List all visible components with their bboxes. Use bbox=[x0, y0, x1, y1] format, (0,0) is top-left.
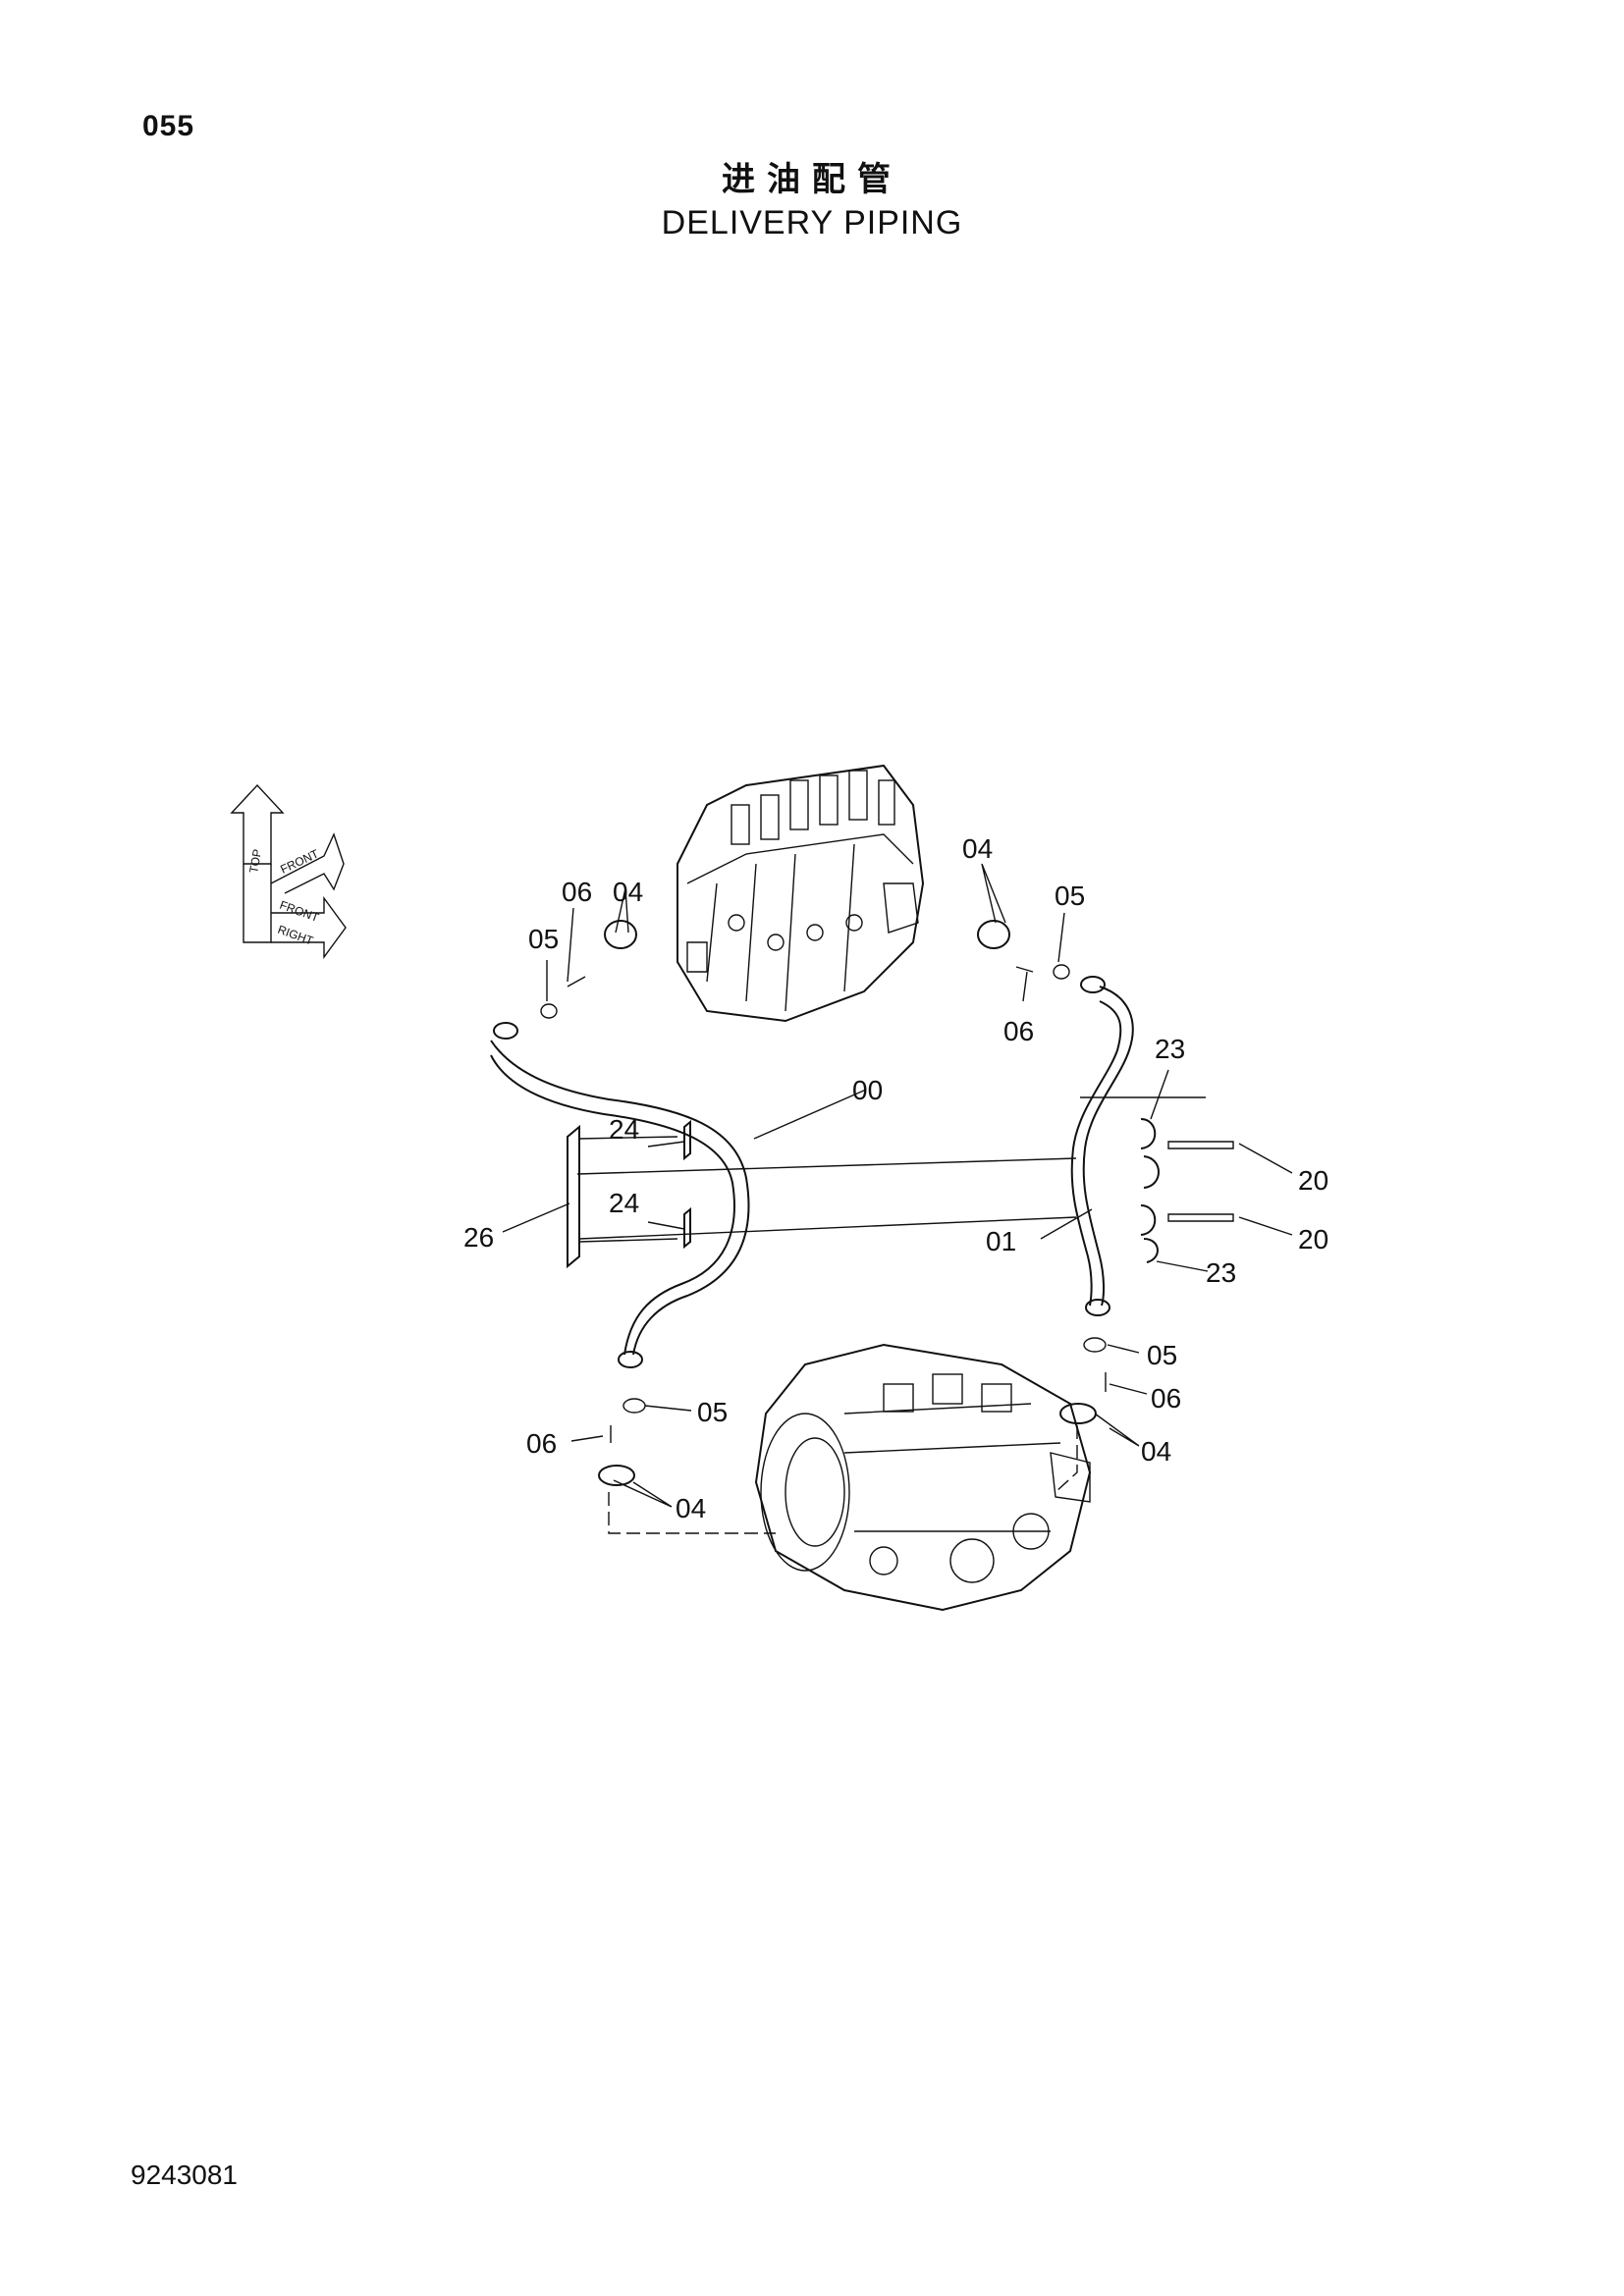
callout-26: 26 bbox=[463, 1222, 494, 1253]
title-chinese: 进油配管 bbox=[722, 160, 902, 199]
bracket-26 bbox=[567, 1124, 678, 1269]
callout-24-upper: 24 bbox=[609, 1114, 639, 1145]
orient-label-front-1: FRONT bbox=[278, 846, 321, 876]
callout-23-upper: 23 bbox=[1155, 1034, 1185, 1064]
callout-23-lower: 23 bbox=[1206, 1257, 1236, 1288]
callout-24-lower: 24 bbox=[609, 1188, 639, 1218]
orientation-indicator: TOP FRONT FRONT RIGHT bbox=[230, 783, 347, 960]
callout-06-valve-left: 06 bbox=[562, 877, 592, 907]
orient-label-top: TOP bbox=[246, 848, 264, 875]
callout-05-valve-left: 05 bbox=[528, 924, 559, 954]
callout-05-valve-right: 05 bbox=[1055, 881, 1085, 911]
clamp-23 bbox=[1080, 1096, 1206, 1263]
title-english: DELIVERY PIPING bbox=[661, 204, 963, 241]
callout-04-pump-right: 04 bbox=[1141, 1436, 1171, 1467]
callout-20-upper: 20 bbox=[1298, 1165, 1328, 1196]
document-number: 9243081 bbox=[131, 2160, 239, 2190]
callout-00: 00 bbox=[852, 1075, 883, 1105]
orient-label-front-2: FRONT bbox=[278, 898, 321, 926]
orient-label-right: RIGHT bbox=[276, 923, 315, 948]
leader-lines bbox=[502, 863, 1293, 1508]
callout-05-pump-left: 05 bbox=[697, 1397, 728, 1427]
clamp-24-upper bbox=[683, 1119, 691, 1161]
callout-20-lower: 20 bbox=[1298, 1224, 1328, 1255]
bolt-20-upper bbox=[1167, 1141, 1234, 1149]
reference-lines bbox=[576, 1157, 1078, 1534]
pump-drawing bbox=[754, 1343, 1092, 1612]
control-valve-drawing bbox=[677, 764, 925, 1023]
hose-00 bbox=[490, 1022, 750, 1368]
callout-06-pump-right: 06 bbox=[1151, 1383, 1181, 1414]
fittings bbox=[540, 920, 1107, 1486]
bolt-20-lower bbox=[1167, 1213, 1234, 1222]
callout-04-valve-right: 04 bbox=[962, 833, 993, 864]
hose-01 bbox=[1070, 976, 1134, 1316]
callout-01: 01 bbox=[986, 1226, 1016, 1256]
page-number: 055 bbox=[142, 110, 195, 142]
callout-06-valve-right: 06 bbox=[1003, 1016, 1034, 1046]
callout-labels: 04 05 06 23 06 04 05 00 24 20 24 26 01 2… bbox=[463, 833, 1328, 1523]
callout-05-pump-right: 05 bbox=[1147, 1340, 1177, 1370]
callout-04-valve-left: 04 bbox=[613, 877, 643, 907]
callout-04-pump-left: 04 bbox=[676, 1493, 706, 1523]
clamp-24-lower bbox=[683, 1206, 691, 1250]
callout-06-pump-left: 06 bbox=[526, 1428, 557, 1459]
